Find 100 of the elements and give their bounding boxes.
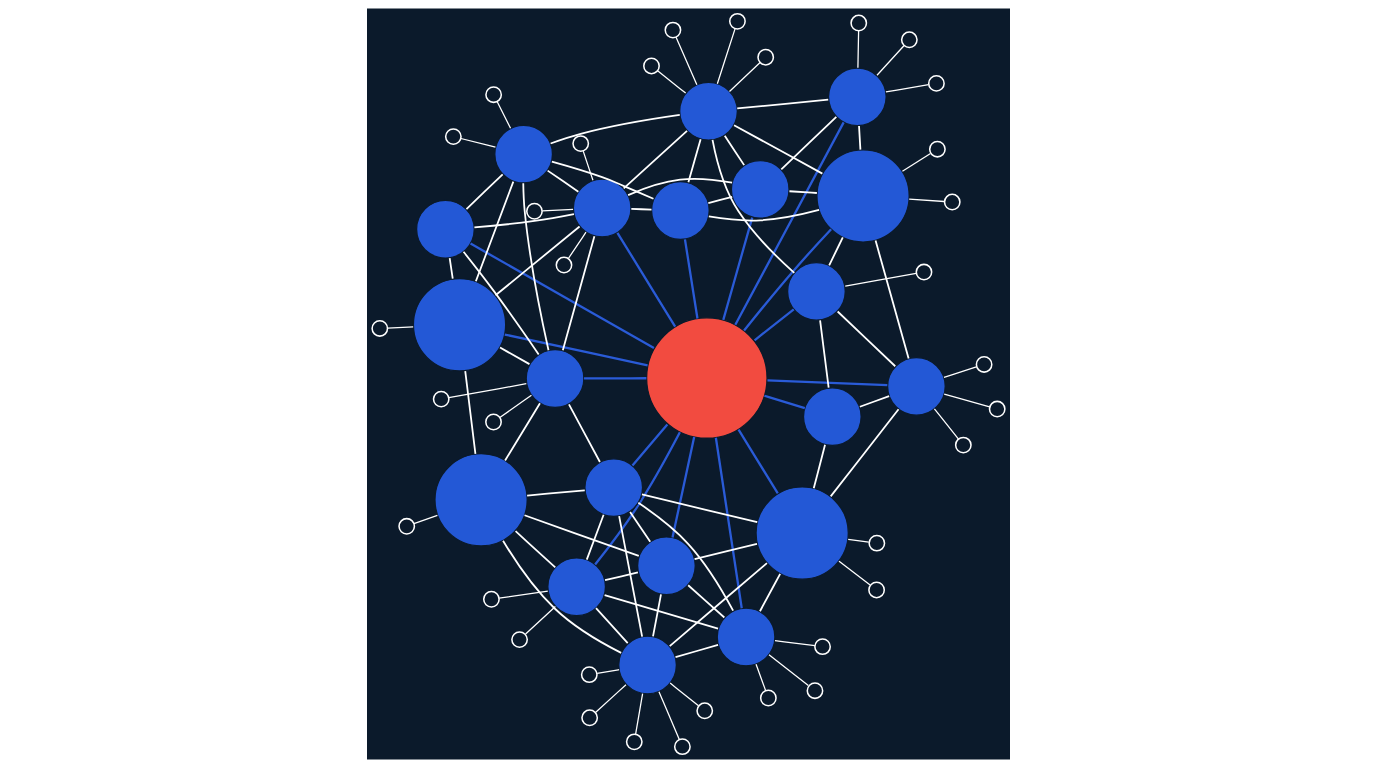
node-circle	[802, 387, 862, 447]
connector	[779, 116, 837, 171]
connector	[626, 178, 733, 196]
connector	[634, 693, 643, 735]
connector	[742, 228, 832, 332]
connector	[636, 501, 734, 612]
node-circle	[636, 536, 696, 596]
connector	[707, 209, 820, 222]
connector	[628, 511, 651, 543]
node-circle	[867, 534, 885, 552]
node-circle	[571, 135, 589, 153]
connector	[463, 370, 476, 455]
node-circle	[525, 349, 584, 408]
node-circle	[645, 317, 768, 439]
connector	[617, 515, 643, 638]
node-circle	[849, 14, 867, 32]
connector	[594, 684, 627, 713]
connector	[732, 124, 823, 175]
connector	[847, 538, 869, 543]
node-circle	[886, 356, 946, 416]
node-circle	[583, 458, 643, 518]
connector	[818, 319, 830, 389]
connector	[837, 560, 871, 586]
connector	[549, 114, 681, 145]
connector	[459, 137, 496, 148]
node-circle	[650, 181, 710, 240]
node-circle	[815, 149, 910, 243]
connector	[908, 198, 945, 203]
node-circle	[915, 263, 932, 281]
connector	[836, 310, 896, 368]
connector	[473, 213, 575, 229]
node-circle	[813, 638, 831, 656]
node-circle	[625, 733, 643, 751]
node-circle	[927, 74, 945, 92]
connector	[693, 543, 758, 560]
connector	[657, 691, 680, 741]
connector	[582, 150, 594, 181]
connector	[504, 333, 648, 367]
connector	[622, 129, 688, 190]
node-circle	[975, 356, 993, 373]
node-circle	[678, 81, 738, 141]
connector	[585, 513, 604, 561]
node-circle	[510, 631, 528, 649]
node-circle	[928, 140, 946, 158]
connector	[711, 139, 795, 274]
connector	[687, 138, 701, 184]
node-circle	[988, 400, 1006, 418]
connector	[498, 590, 548, 599]
connector	[561, 235, 595, 352]
connector	[498, 394, 532, 419]
connector	[728, 61, 761, 93]
connector	[603, 571, 639, 582]
connector	[942, 366, 977, 379]
node-circle	[370, 319, 388, 337]
connector	[412, 514, 438, 525]
node-circle	[827, 67, 887, 127]
connector	[733, 121, 845, 326]
connector	[721, 217, 753, 321]
connector	[498, 346, 530, 365]
connector	[448, 257, 454, 280]
connector	[812, 443, 826, 490]
node-circle	[759, 689, 777, 707]
node-circle	[546, 557, 606, 617]
connector	[567, 231, 587, 259]
connector	[541, 208, 574, 212]
connector	[447, 383, 527, 399]
node-circle	[730, 159, 790, 219]
connector	[737, 429, 779, 495]
connector	[603, 594, 719, 630]
node-circle	[617, 635, 677, 695]
node-circle	[943, 193, 961, 211]
connector	[495, 100, 511, 129]
connector	[933, 408, 959, 440]
connector	[763, 394, 805, 410]
connector	[567, 403, 601, 463]
connector	[874, 239, 909, 360]
node-circle	[493, 124, 553, 184]
connector	[683, 239, 699, 319]
node-circle	[663, 21, 681, 39]
connector	[670, 436, 695, 538]
connector	[525, 489, 586, 497]
connector	[875, 45, 905, 76]
connector	[753, 308, 794, 342]
connector	[943, 393, 990, 408]
node-circle	[673, 738, 691, 756]
node-circle	[482, 590, 500, 608]
connector	[583, 377, 646, 380]
node-circle	[900, 31, 918, 49]
connector	[594, 607, 629, 645]
connector	[514, 530, 556, 569]
connector	[754, 663, 766, 692]
node-circle	[756, 48, 774, 66]
node-circle	[580, 666, 598, 684]
connector	[686, 584, 725, 619]
connector	[858, 395, 890, 408]
node-circle	[754, 486, 849, 580]
connector	[714, 437, 743, 609]
connector	[844, 272, 917, 287]
connector	[465, 173, 504, 210]
connector	[640, 493, 758, 524]
